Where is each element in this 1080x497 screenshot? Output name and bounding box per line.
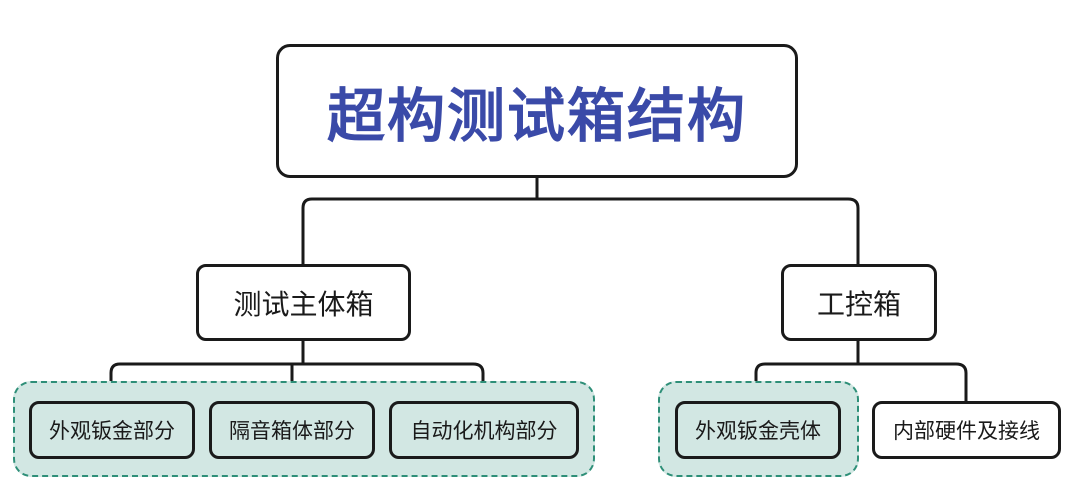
leaf-node-exterior-sheet-metal: 外观钣金部分 [29, 401, 195, 459]
branch-node-test-main-box: 测试主体箱 [196, 264, 411, 341]
leaf-label: 隔音箱体部分 [229, 419, 355, 443]
leaf-label: 外观钣金壳体 [695, 419, 821, 443]
connector-left-bar [109, 362, 485, 402]
leaf-node-exterior-shell: 外观钣金壳体 [675, 401, 841, 459]
root-node: 超构测试箱结构 [276, 44, 798, 178]
connector-right-bar [754, 362, 968, 402]
leaf-label: 外观钣金部分 [49, 419, 175, 443]
root-title: 超构测试箱结构 [326, 82, 747, 150]
branch-label: 工控箱 [816, 287, 901, 321]
branch-label: 测试主体箱 [233, 287, 374, 321]
leaf-label: 内部硬件及接线 [893, 419, 1040, 443]
leaf-node-internal-hardware-wiring: 内部硬件及接线 [872, 401, 1061, 459]
leaf-node-automation-mechanism: 自动化机构部分 [389, 401, 579, 459]
leaf-node-soundproof-box: 隔音箱体部分 [209, 401, 375, 459]
connector-root-bar [301, 197, 860, 265]
leaf-label: 自动化机构部分 [410, 419, 558, 443]
branch-node-control-box: 工控箱 [781, 264, 937, 341]
